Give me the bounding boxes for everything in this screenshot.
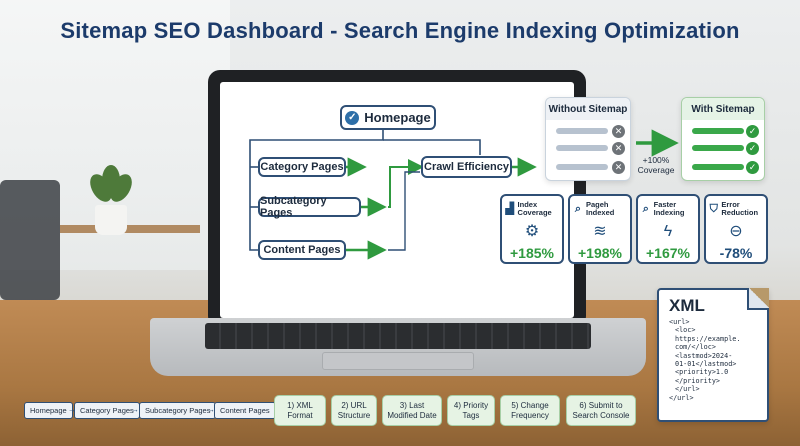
page-fold-icon — [747, 288, 769, 310]
with-sitemap-title: With Sitemap — [682, 98, 764, 120]
xml-line: https://example. — [675, 334, 741, 343]
coverage-label: +100% Coverage — [632, 155, 680, 175]
without-sitemap-card: Without Sitemap ✕ ✕ ✕ — [545, 97, 631, 181]
step-subtitle: Modified Date — [387, 410, 437, 420]
xml-document: XML <url> <loc> https://example. com/</l… — [657, 288, 769, 422]
metric-label: Error Reduction — [721, 200, 759, 217]
coverage-percent: +100% — [642, 155, 670, 165]
metric-value: +185% — [510, 245, 554, 261]
subcategory-pages-node[interactable]: Subcategory Pages — [258, 195, 361, 219]
breadcrumb-item[interactable]: Subcategory Pages — [139, 402, 217, 419]
step-title: 4) Priority — [453, 400, 489, 410]
bar-chart-icon: ▟ — [505, 203, 514, 215]
arrow-right-icon: → — [68, 405, 76, 414]
step-subtitle: Format — [287, 410, 313, 420]
xml-line: com/</loc> — [675, 343, 716, 352]
xml-line: </url> — [669, 393, 694, 402]
subcategory-pages-label: Subcategory Pages — [260, 195, 327, 219]
laptop-keyboard — [205, 323, 591, 349]
step-title: 6) Submit to — [579, 400, 623, 410]
x-circle-icon: ✕ — [612, 161, 625, 174]
breadcrumb-item[interactable]: Content Pages — [214, 402, 276, 419]
step-subtitle: Tags — [462, 410, 480, 420]
search-icon: ⌕ — [574, 203, 582, 215]
step-subtitle: Search Console — [572, 410, 630, 420]
metric-label: Faster Indexing — [653, 200, 685, 217]
breadcrumb-item[interactable]: Category Pages — [74, 402, 140, 419]
metric-value: +198% — [578, 245, 622, 261]
metric-faster-indexing: ⌕ Faster Indexing ϟ +167% — [636, 194, 700, 264]
x-circle-icon: ✕ — [612, 125, 625, 138]
xml-code: <url> <loc> https://example. com/</loc> … — [669, 318, 765, 402]
without-sitemap-title: Without Sitemap — [546, 98, 630, 120]
xml-line: </priority> — [675, 376, 721, 385]
shield-icon: ⛉ — [709, 203, 718, 215]
background-table — [60, 225, 200, 233]
homepage-node[interactable]: ✓ Homepage — [340, 105, 436, 130]
metric-label: Index Coverage — [517, 200, 552, 217]
xml-line: <priority>1.0 — [675, 368, 729, 377]
xml-line: <loc> — [675, 326, 696, 335]
check-circle-icon: ✓ — [746, 125, 759, 138]
arrow-right-icon: → — [207, 405, 215, 414]
plant-pot — [95, 205, 127, 235]
content-pages-node[interactable]: Content Pages — [258, 240, 346, 260]
crawl-efficiency-node[interactable]: Crawl Efficiency — [421, 156, 512, 178]
lightning-icon: ϟ — [663, 223, 673, 240]
xml-line: </url> — [675, 385, 700, 394]
xml-line: <lastmod>2024- — [675, 351, 733, 360]
search-icon: ⌕ — [642, 203, 649, 215]
metric-value: +167% — [646, 245, 690, 261]
metric-value: -78% — [719, 245, 753, 261]
page-title: Sitemap SEO Dashboard - Search Engine In… — [60, 18, 740, 43]
arrow-right-icon: → — [131, 405, 139, 414]
metric-index-coverage: ▟Index Coverage ⚙ +185% — [500, 194, 564, 264]
step-title: 3) Last — [399, 400, 425, 410]
homepage-label: Homepage — [364, 110, 431, 125]
xml-line: <url> — [669, 318, 690, 326]
metric-label: Pageh Indexed — [585, 200, 615, 217]
category-pages-label: Category Pages — [260, 161, 344, 173]
gear-icon: ⚙ — [524, 223, 540, 240]
step-title: 1) XML — [287, 400, 313, 410]
category-pages-node[interactable]: Category Pages — [258, 157, 346, 177]
metric-error-reduction: ⛉Error Reduction ⊖ -78% — [704, 194, 768, 264]
step-subtitle: Frequency — [511, 410, 549, 420]
background-chair — [0, 180, 60, 300]
minus-circle-icon: ⊖ — [729, 223, 743, 240]
content-pages-label: Content Pages — [263, 244, 341, 256]
step-title: 2) URL — [341, 400, 367, 410]
breadcrumb-item[interactable]: Homepage — [24, 402, 73, 419]
metric-pages-indexed: ⌕Pageh Indexed ≋ +198% — [568, 194, 632, 264]
xml-title: XML — [669, 296, 705, 315]
check-circle-icon: ✓ — [746, 142, 759, 155]
xml-line: 01-01</lastmod> — [675, 360, 737, 369]
plant-icon — [85, 165, 137, 225]
layers-icon: ≋ — [593, 223, 607, 240]
laptop-trackpad — [322, 352, 474, 370]
check-circle-icon: ✓ — [746, 161, 759, 174]
check-badge-icon: ✓ — [345, 110, 360, 125]
coverage-text: Coverage — [637, 165, 675, 175]
crawl-efficiency-label: Crawl Efficiency — [424, 161, 509, 173]
step-subtitle: Structure — [337, 410, 371, 420]
step-title: 5) Change — [511, 400, 549, 410]
x-circle-icon: ✕ — [612, 142, 625, 155]
with-sitemap-card: With Sitemap ✓ ✓ ✓ — [681, 97, 765, 181]
